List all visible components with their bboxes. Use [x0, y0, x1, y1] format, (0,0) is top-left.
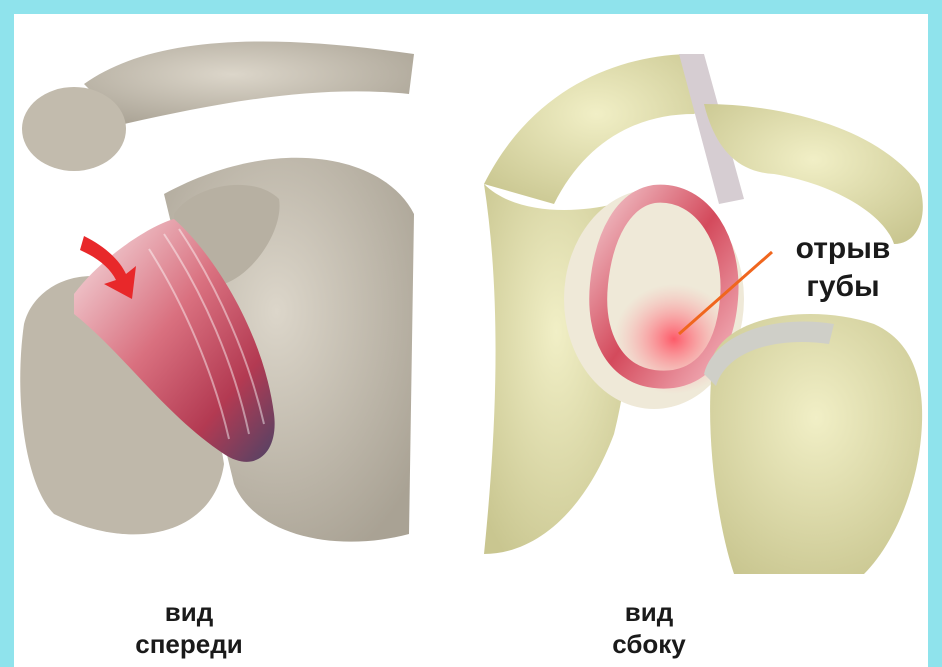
side-view-caption: вид сбоку [569, 596, 729, 660]
acromion-bone [22, 87, 126, 171]
front-view-caption: вид спереди [109, 596, 269, 660]
front-view-shoulder [20, 42, 414, 542]
side-view-shoulder [484, 54, 923, 574]
annotation-line-1: отрыв [768, 230, 918, 268]
tear-annotation: отрыв губы [768, 230, 918, 306]
side-caption-line-1: вид [569, 596, 729, 628]
illustration-panel: отрыв губы вид спереди вид сбоку [14, 14, 928, 667]
front-caption-line-2: спереди [109, 628, 269, 660]
side-caption-line-2: сбоку [569, 628, 729, 660]
clavicle-bone [84, 42, 414, 124]
annotation-line-2: губы [768, 268, 918, 306]
front-caption-line-1: вид [109, 596, 269, 628]
acromion-bone-side [484, 54, 709, 204]
